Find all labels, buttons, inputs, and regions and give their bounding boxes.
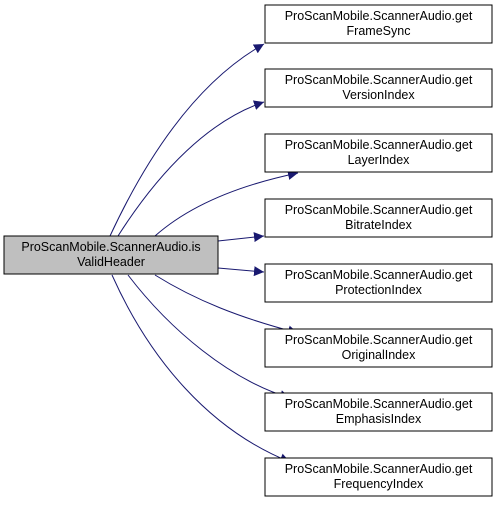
target-node-label-line2: FrameSync [347, 24, 411, 38]
target-node-label-line1: ProScanMobile.ScannerAudio.get [285, 462, 473, 476]
target-node-box [264, 457, 493, 497]
target-node-label-line2: BitrateIndex [345, 218, 412, 232]
target-node-getframesync[interactable]: ProScanMobile.ScannerAudio.get FrameSync [264, 4, 493, 44]
target-node-label-line2: VersionIndex [342, 88, 415, 102]
source-node-box [3, 235, 219, 275]
target-node-box [264, 4, 493, 44]
target-node-getoriginalindex[interactable]: ProScanMobile.ScannerAudio.get OriginalI… [264, 328, 493, 368]
source-node-label-line2: ValidHeader [77, 255, 145, 269]
target-node-box [264, 328, 493, 368]
target-node-getlayerindex[interactable]: ProScanMobile.ScannerAudio.get LayerInde… [264, 133, 493, 173]
edge-getframesync [109, 43, 265, 237]
target-node-label-line1: ProScanMobile.ScannerAudio.get [285, 138, 473, 152]
target-node-label-line2: FrequencyIndex [334, 477, 424, 491]
target-node-getprotectionindex[interactable]: ProScanMobile.ScannerAudio.get Protectio… [264, 263, 493, 303]
target-node-box [264, 392, 493, 432]
edge-getfrequencyindex [111, 274, 291, 463]
source-node-label-line1: ProScanMobile.ScannerAudio.is [21, 240, 200, 254]
target-node-label-line2: ProtectionIndex [335, 283, 423, 297]
target-node-getfrequencyindex[interactable]: ProScanMobile.ScannerAudio.get Frequency… [264, 457, 493, 497]
target-node-box [264, 133, 493, 173]
target-node-label-line1: ProScanMobile.ScannerAudio.get [285, 268, 473, 282]
target-node-label-line1: ProScanMobile.ScannerAudio.get [285, 9, 473, 23]
target-node-getversionindex[interactable]: ProScanMobile.ScannerAudio.get VersionIn… [264, 68, 493, 108]
target-node-box [264, 263, 493, 303]
target-node-box [264, 68, 493, 108]
edge-getoriginalindex [154, 274, 299, 336]
target-node-label-line1: ProScanMobile.ScannerAudio.get [285, 397, 473, 411]
target-node-label-line2: OriginalIndex [342, 348, 416, 362]
edge-getemphasisindex [127, 274, 291, 400]
source-node[interactable]: ProScanMobile.ScannerAudio.is ValidHeade… [3, 235, 219, 275]
target-node-label-line2: LayerIndex [348, 153, 411, 167]
edges [109, 43, 299, 463]
target-node-label-line1: ProScanMobile.ScannerAudio.get [285, 203, 473, 217]
target-node-getbitrateindex[interactable]: ProScanMobile.ScannerAudio.get BitrateIn… [264, 198, 493, 238]
target-node-label-line1: ProScanMobile.ScannerAudio.get [285, 333, 473, 347]
target-node-label-line2: EmphasisIndex [336, 412, 422, 426]
target-node-getemphasisindex[interactable]: ProScanMobile.ScannerAudio.get EmphasisI… [264, 392, 493, 432]
target-node-label-line1: ProScanMobile.ScannerAudio.get [285, 73, 473, 87]
edge-getbitrateindex [217, 232, 265, 243]
edge-getversionindex [117, 100, 265, 237]
target-node-box [264, 198, 493, 238]
edge-getlayerindex [154, 170, 299, 237]
edge-getprotectionindex [217, 266, 265, 277]
